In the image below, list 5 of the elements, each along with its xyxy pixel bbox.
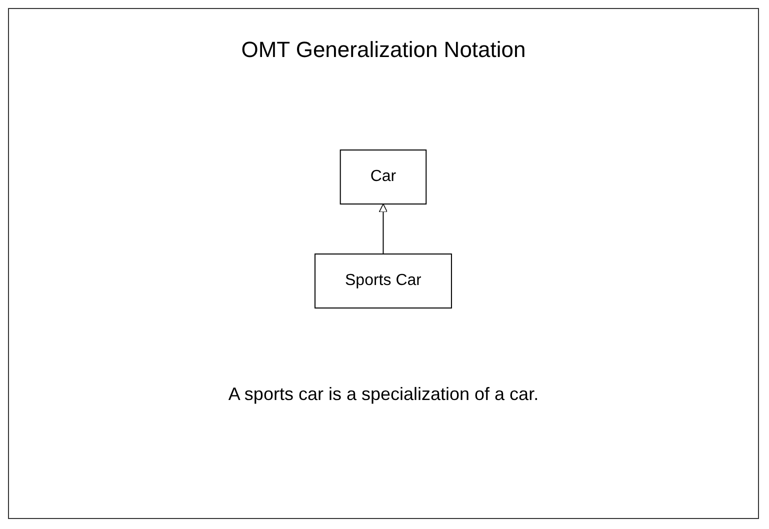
diagram-title: OMT Generalization Notation (240, 37, 527, 63)
node-box: Sports Car (314, 254, 452, 308)
caption: A sports car is a specialization of a car. (227, 384, 540, 405)
node-box: Car (340, 150, 427, 204)
arrow (379, 204, 388, 254)
